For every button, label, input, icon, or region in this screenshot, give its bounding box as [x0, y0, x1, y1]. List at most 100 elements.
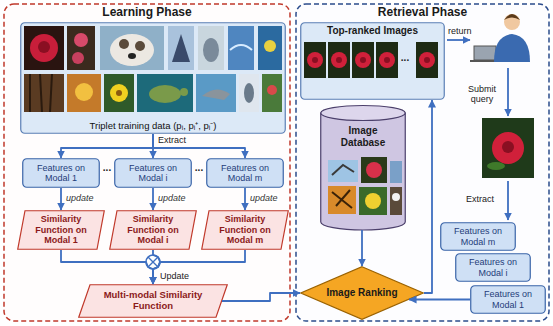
label-holder: ... — [401, 52, 409, 64]
edge-label-holder: update — [65, 193, 95, 203]
connector-arrow — [222, 293, 300, 301]
edge-label: update — [249, 193, 279, 203]
text-holder: Similarity Function on Modal m — [201, 210, 289, 250]
dog-eye — [119, 39, 129, 49]
rose-center — [336, 57, 342, 63]
parallelogram-border — [110, 211, 197, 250]
extract-arrow — [507, 181, 509, 220]
photo — [239, 74, 259, 112]
panel-title: Retrieval Phase — [378, 6, 467, 20]
box-border — [456, 254, 531, 282]
edge-label-holder: update — [157, 193, 187, 203]
photo — [390, 161, 402, 183]
photo — [262, 74, 282, 112]
database-label: Image Database — [328, 125, 398, 148]
function-text: Similarity Function on Modal 1 — [27, 214, 95, 245]
text-holder: Similarity Function on Modal i — [109, 210, 197, 250]
step-label: Update — [160, 271, 189, 281]
step-label: Extract — [466, 194, 494, 204]
panel-border — [296, 4, 549, 321]
step-label: Submit query — [460, 84, 504, 105]
connector-arrow — [361, 230, 363, 266]
function-text: Multi-modal Similarity Function — [94, 290, 212, 312]
figure — [203, 38, 219, 62]
text-holder: Features on Modal i — [114, 158, 192, 188]
database-images — [328, 157, 402, 215]
flower — [365, 193, 381, 209]
function-text: Similarity Function on Modal i — [119, 214, 187, 245]
rose — [355, 52, 371, 68]
feature-text: Features on Modal 1 — [473, 289, 543, 310]
photo — [328, 42, 350, 78]
person-head — [504, 14, 520, 30]
connector-arrow — [61, 134, 153, 158]
trees — [30, 74, 52, 112]
photo — [359, 187, 387, 215]
text-holder: Multi-modal Similarity Function — [78, 284, 228, 318]
feature-box: Features on Modal m — [206, 158, 284, 188]
label-holder: ... — [195, 162, 203, 174]
flower — [110, 84, 128, 102]
rose-center — [312, 57, 318, 63]
parallelogram-border — [79, 285, 228, 318]
parallelogram-border — [202, 211, 289, 250]
flower-center — [116, 90, 122, 96]
edge-label: update — [65, 193, 95, 203]
photo — [137, 74, 193, 112]
rose — [419, 52, 435, 68]
photo — [416, 42, 438, 78]
rose — [30, 34, 58, 62]
feature-box: Features on Modal m — [440, 222, 516, 251]
junction-cross — [148, 257, 158, 267]
text-holder: Features on Modal m — [440, 222, 516, 251]
box-title: Top-ranked Images — [327, 25, 418, 37]
dog — [110, 34, 154, 66]
dog-nose — [128, 53, 136, 59]
label-holder: Update — [160, 271, 189, 281]
stripes — [332, 190, 352, 208]
text-holder: Image Ranking — [300, 266, 424, 320]
connector-arrow — [61, 250, 153, 284]
photo — [196, 74, 236, 112]
rose — [331, 52, 347, 68]
box-border — [23, 159, 100, 188]
connector-arrow — [409, 299, 470, 301]
label-holder: Submit query — [460, 84, 504, 105]
shark — [202, 89, 230, 100]
rose-center — [502, 141, 514, 153]
photo — [352, 42, 374, 78]
rose-center — [360, 57, 366, 63]
rose — [379, 52, 395, 68]
photo — [198, 26, 224, 70]
text-holder: Similarity Function on Modal 1 — [17, 210, 105, 250]
feature-box: Features on Modal 1 — [470, 285, 546, 314]
photo — [304, 42, 326, 78]
photo — [258, 26, 282, 70]
feature-text: Features on Modal i — [458, 257, 528, 278]
query-image — [482, 118, 534, 178]
photo — [67, 26, 95, 70]
submit-arrow — [507, 68, 509, 116]
figure — [264, 40, 276, 52]
connector-arrow — [60, 188, 62, 210]
photo — [228, 26, 254, 70]
connector-arrow — [424, 100, 432, 293]
rose — [72, 52, 84, 64]
panel-title: Learning Phase — [102, 6, 191, 20]
feature-text: Features on Modal 1 — [25, 163, 97, 184]
step-label: Extract — [158, 135, 186, 145]
figure — [244, 83, 254, 103]
box-border — [207, 159, 284, 188]
person-body — [494, 34, 530, 62]
ellipsis: ... — [103, 162, 111, 174]
feature-box: Features on Modal 1 — [22, 158, 100, 188]
photo — [376, 42, 398, 78]
return-arrow — [447, 39, 470, 41]
feature-text: Features on Modal m — [209, 163, 281, 184]
similarity-function: Similarity Function on Modal i — [109, 210, 197, 250]
turtle — [149, 85, 181, 103]
rose — [307, 52, 323, 68]
cylinder-body — [321, 113, 406, 230]
turtle-head — [180, 88, 188, 96]
box-border — [441, 223, 516, 251]
